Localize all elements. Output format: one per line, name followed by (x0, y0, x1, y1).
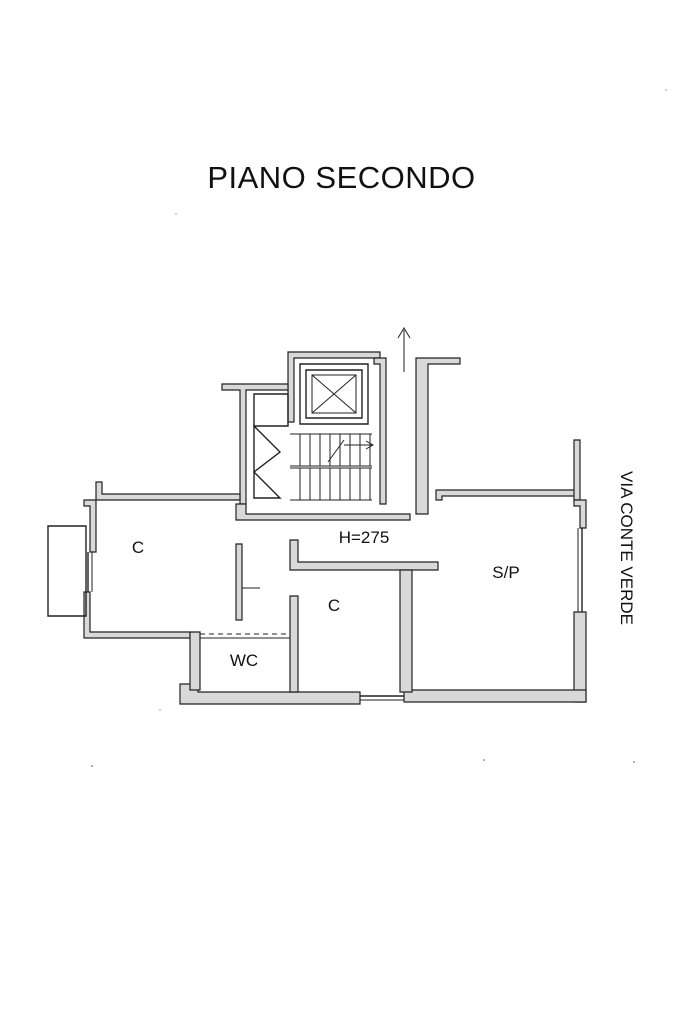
stair-steps-upper (290, 433, 372, 467)
room-label-wc: WC (230, 651, 258, 670)
ceiling-height-label: H=275 (339, 528, 390, 547)
room-label-c-left: C (132, 538, 144, 557)
stair-steps-lower (290, 467, 372, 501)
room-label-c-center: C (328, 596, 340, 615)
scan-noise (91, 89, 667, 767)
interior-walls (189, 539, 439, 693)
street-label: VIA CONTE VERDE (617, 471, 636, 625)
entrance-arrow-icon (397, 327, 411, 372)
lift-core (287, 351, 381, 425)
floor-title: PIANO SECONDO (207, 160, 476, 195)
stairwell (221, 357, 387, 505)
outer-walls (47, 357, 587, 705)
room-label-sp: S/P (492, 563, 519, 582)
